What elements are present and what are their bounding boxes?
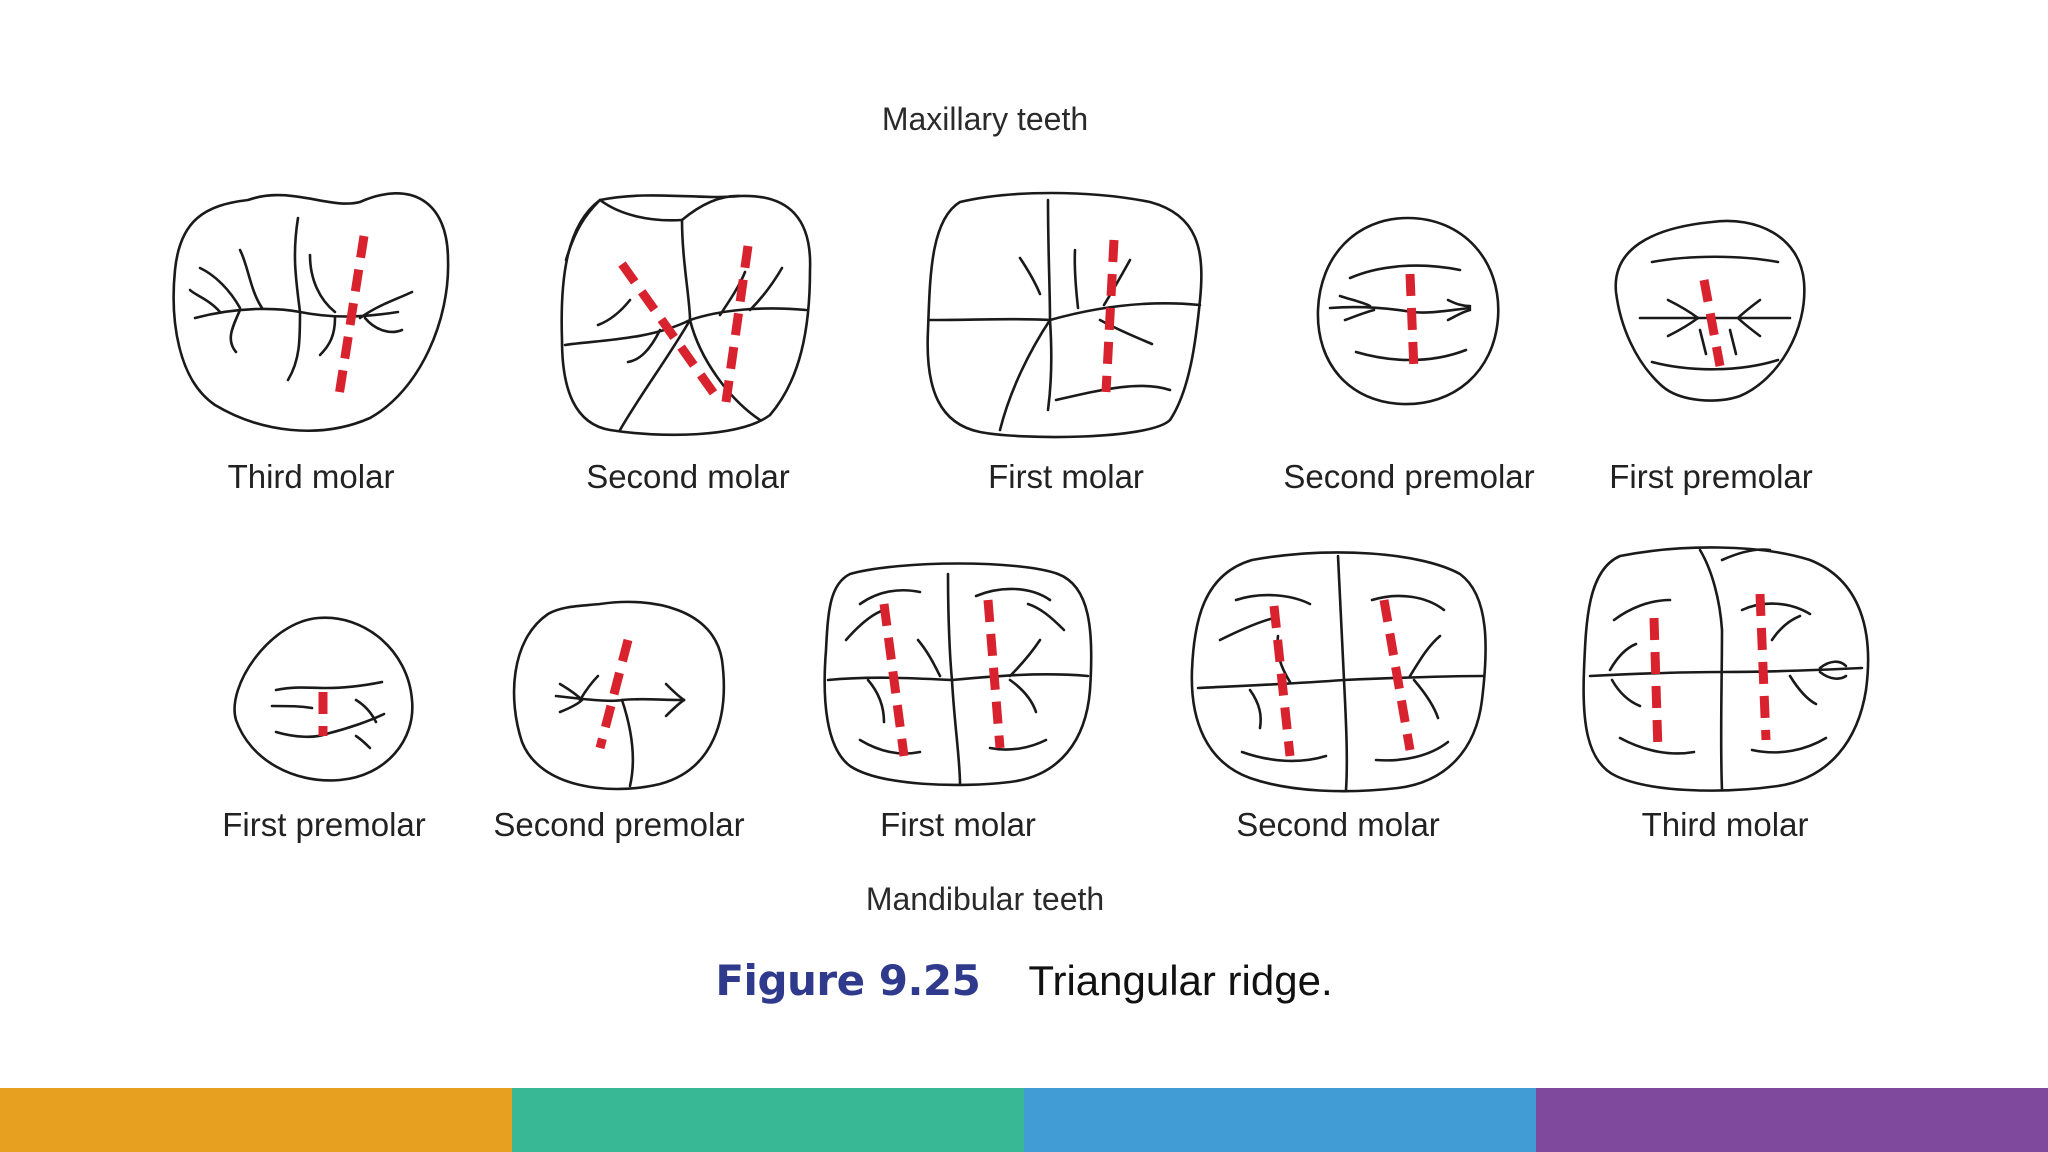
color-bar-purple — [1536, 1088, 2048, 1152]
ridge-mand-second-premolar — [595, 638, 633, 750]
color-bar-teal — [512, 1088, 1024, 1152]
max-first-premolar-label: First premolar — [1609, 458, 1813, 495]
ridge-max-second-premolar — [1405, 273, 1419, 371]
decorative-color-bar — [0, 1088, 2048, 1152]
max-first-molar-label: First molar — [988, 458, 1144, 495]
max-second-premolar-label: Second premolar — [1283, 458, 1535, 495]
maxillary-second-molar-outline — [560, 194, 812, 437]
maxillary-heading: Maxillary teeth — [881, 101, 1089, 137]
mandibular-third-molar-outline — [1582, 546, 1870, 792]
ridge-max-first-molar — [1101, 239, 1119, 393]
mandibular-second-molar-outline — [1190, 551, 1487, 793]
max-second-molar-label: Second molar — [586, 458, 790, 495]
figure-number: Figure 9.25 — [715, 956, 981, 1005]
color-bar-blue — [1024, 1088, 1536, 1152]
ridge-mand-third-molar-b — [1755, 593, 1771, 741]
mand-first-molar-label: First molar — [880, 806, 1036, 843]
ridge-mand-third-molar-a — [1649, 617, 1663, 753]
mandibular-first-molar-outline — [823, 562, 1093, 787]
max-third-molar-label: Third molar — [227, 458, 395, 495]
color-bar-orange — [0, 1088, 512, 1152]
mandibular-heading: Mandibular teeth — [865, 881, 1105, 917]
ridge-max-first-premolar — [1699, 279, 1725, 367]
mand-third-molar-label: Third molar — [1641, 806, 1809, 843]
mandibular-second-premolar-outline — [512, 600, 726, 791]
maxillary-first-premolar-outline — [1614, 219, 1806, 402]
ridge-mand-first-molar-a — [879, 603, 909, 757]
mand-second-premolar-label: Second premolar — [493, 806, 745, 843]
ridge-mand-second-molar-a — [1269, 605, 1295, 757]
ridge-mand-second-molar-b — [1379, 599, 1415, 751]
mand-second-molar-label: Second molar — [1236, 806, 1440, 843]
figure-caption-text: Triangular ridge. — [1028, 957, 1333, 1004]
ridge-max-third-molar — [333, 235, 369, 403]
ridge-max-second-molar-b — [721, 245, 753, 403]
figure-caption: Figure 9.25 Triangular ridge. — [0, 956, 2048, 1005]
ridge-max-second-molar-a — [618, 261, 724, 405]
mand-first-premolar-label: First premolar — [222, 806, 426, 843]
ridge-mand-first-molar-b — [983, 599, 1005, 749]
maxillary-third-molar-outline — [172, 192, 450, 432]
triangular-ridge-markers — [318, 235, 1771, 757]
maxillary-first-molar-outline — [926, 191, 1203, 439]
